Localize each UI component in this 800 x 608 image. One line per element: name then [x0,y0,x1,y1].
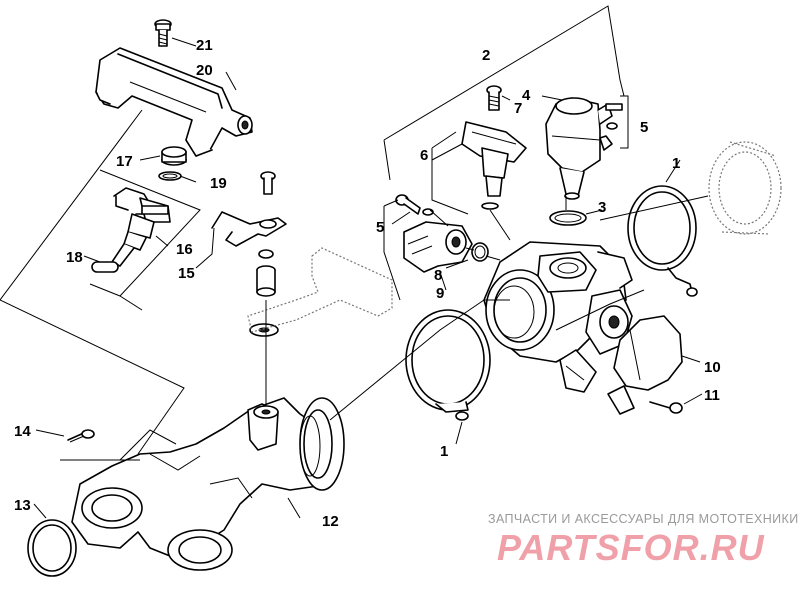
callout-16: 16 [176,241,193,258]
throttle-body [483,241,633,393]
callout-labels: 21 20 17 19 18 16 15 2 7 4 5 6 3 1 5 8 9… [14,37,721,530]
callout-9: 9 [436,285,444,302]
callout-18: 18 [66,249,83,266]
callout-3: 3 [598,199,606,216]
callout-21: 21 [196,37,213,54]
part-14-bolt [67,429,95,443]
part-13-gasket [27,519,77,577]
part-4-idle-air-control [545,97,613,200]
part-21-screw [154,19,172,47]
part-8-o-ring [471,242,489,262]
part-15-bracket-assembly [211,171,287,337]
watermark-brand-logo: PARTSFOR.RU [497,527,765,568]
part-3-o-ring [549,210,587,226]
part-17-o-ring [158,171,182,181]
callout-12: 12 [322,513,339,530]
callout-6: 6 [420,147,428,164]
part-19-seal [161,146,187,166]
callout-11: 11 [704,387,720,404]
callout-10: 10 [704,359,721,376]
part-16-fuel-injector [111,187,171,267]
part-12-intake-manifold [71,397,345,571]
assembly-lines [0,5,709,519]
watermark-tagline: ЗАПЧАСТИ И АКСЕССУАРЫ ДЛЯ МОТОТЕХНИКИ [488,512,799,526]
callout-5-left: 5 [376,219,384,236]
part-6-map-sensor [461,121,527,210]
intake-boot-outline [708,141,782,235]
part-11-screw [649,401,683,414]
callout-14: 14 [14,423,31,440]
part-7-screw [486,85,502,111]
callout-7: 7 [514,100,522,117]
callout-20: 20 [196,62,213,79]
callout-5-upper: 5 [640,119,648,136]
callout-1-upper: 1 [672,155,680,172]
callout-8: 8 [434,267,442,284]
callout-17: 17 [116,153,133,170]
mounting-plate-outline [247,247,393,333]
part-9-throttle-position-sensor [403,221,473,273]
callout-2: 2 [482,47,490,64]
callout-15: 15 [178,265,195,282]
part-5-screw-left [395,194,434,216]
callout-19: 19 [210,175,227,192]
callout-13: 13 [14,497,31,514]
part-1-clamp-lower [405,309,491,421]
part-5-screws-upper [599,95,629,151]
part-1-clamp-upper [627,185,698,297]
callout-1-lower: 1 [440,443,448,460]
part-20-fuel-rail [95,47,253,157]
callout-4: 4 [522,87,531,104]
part-10-cover [607,315,683,415]
part-18-o-ring [91,261,119,273]
